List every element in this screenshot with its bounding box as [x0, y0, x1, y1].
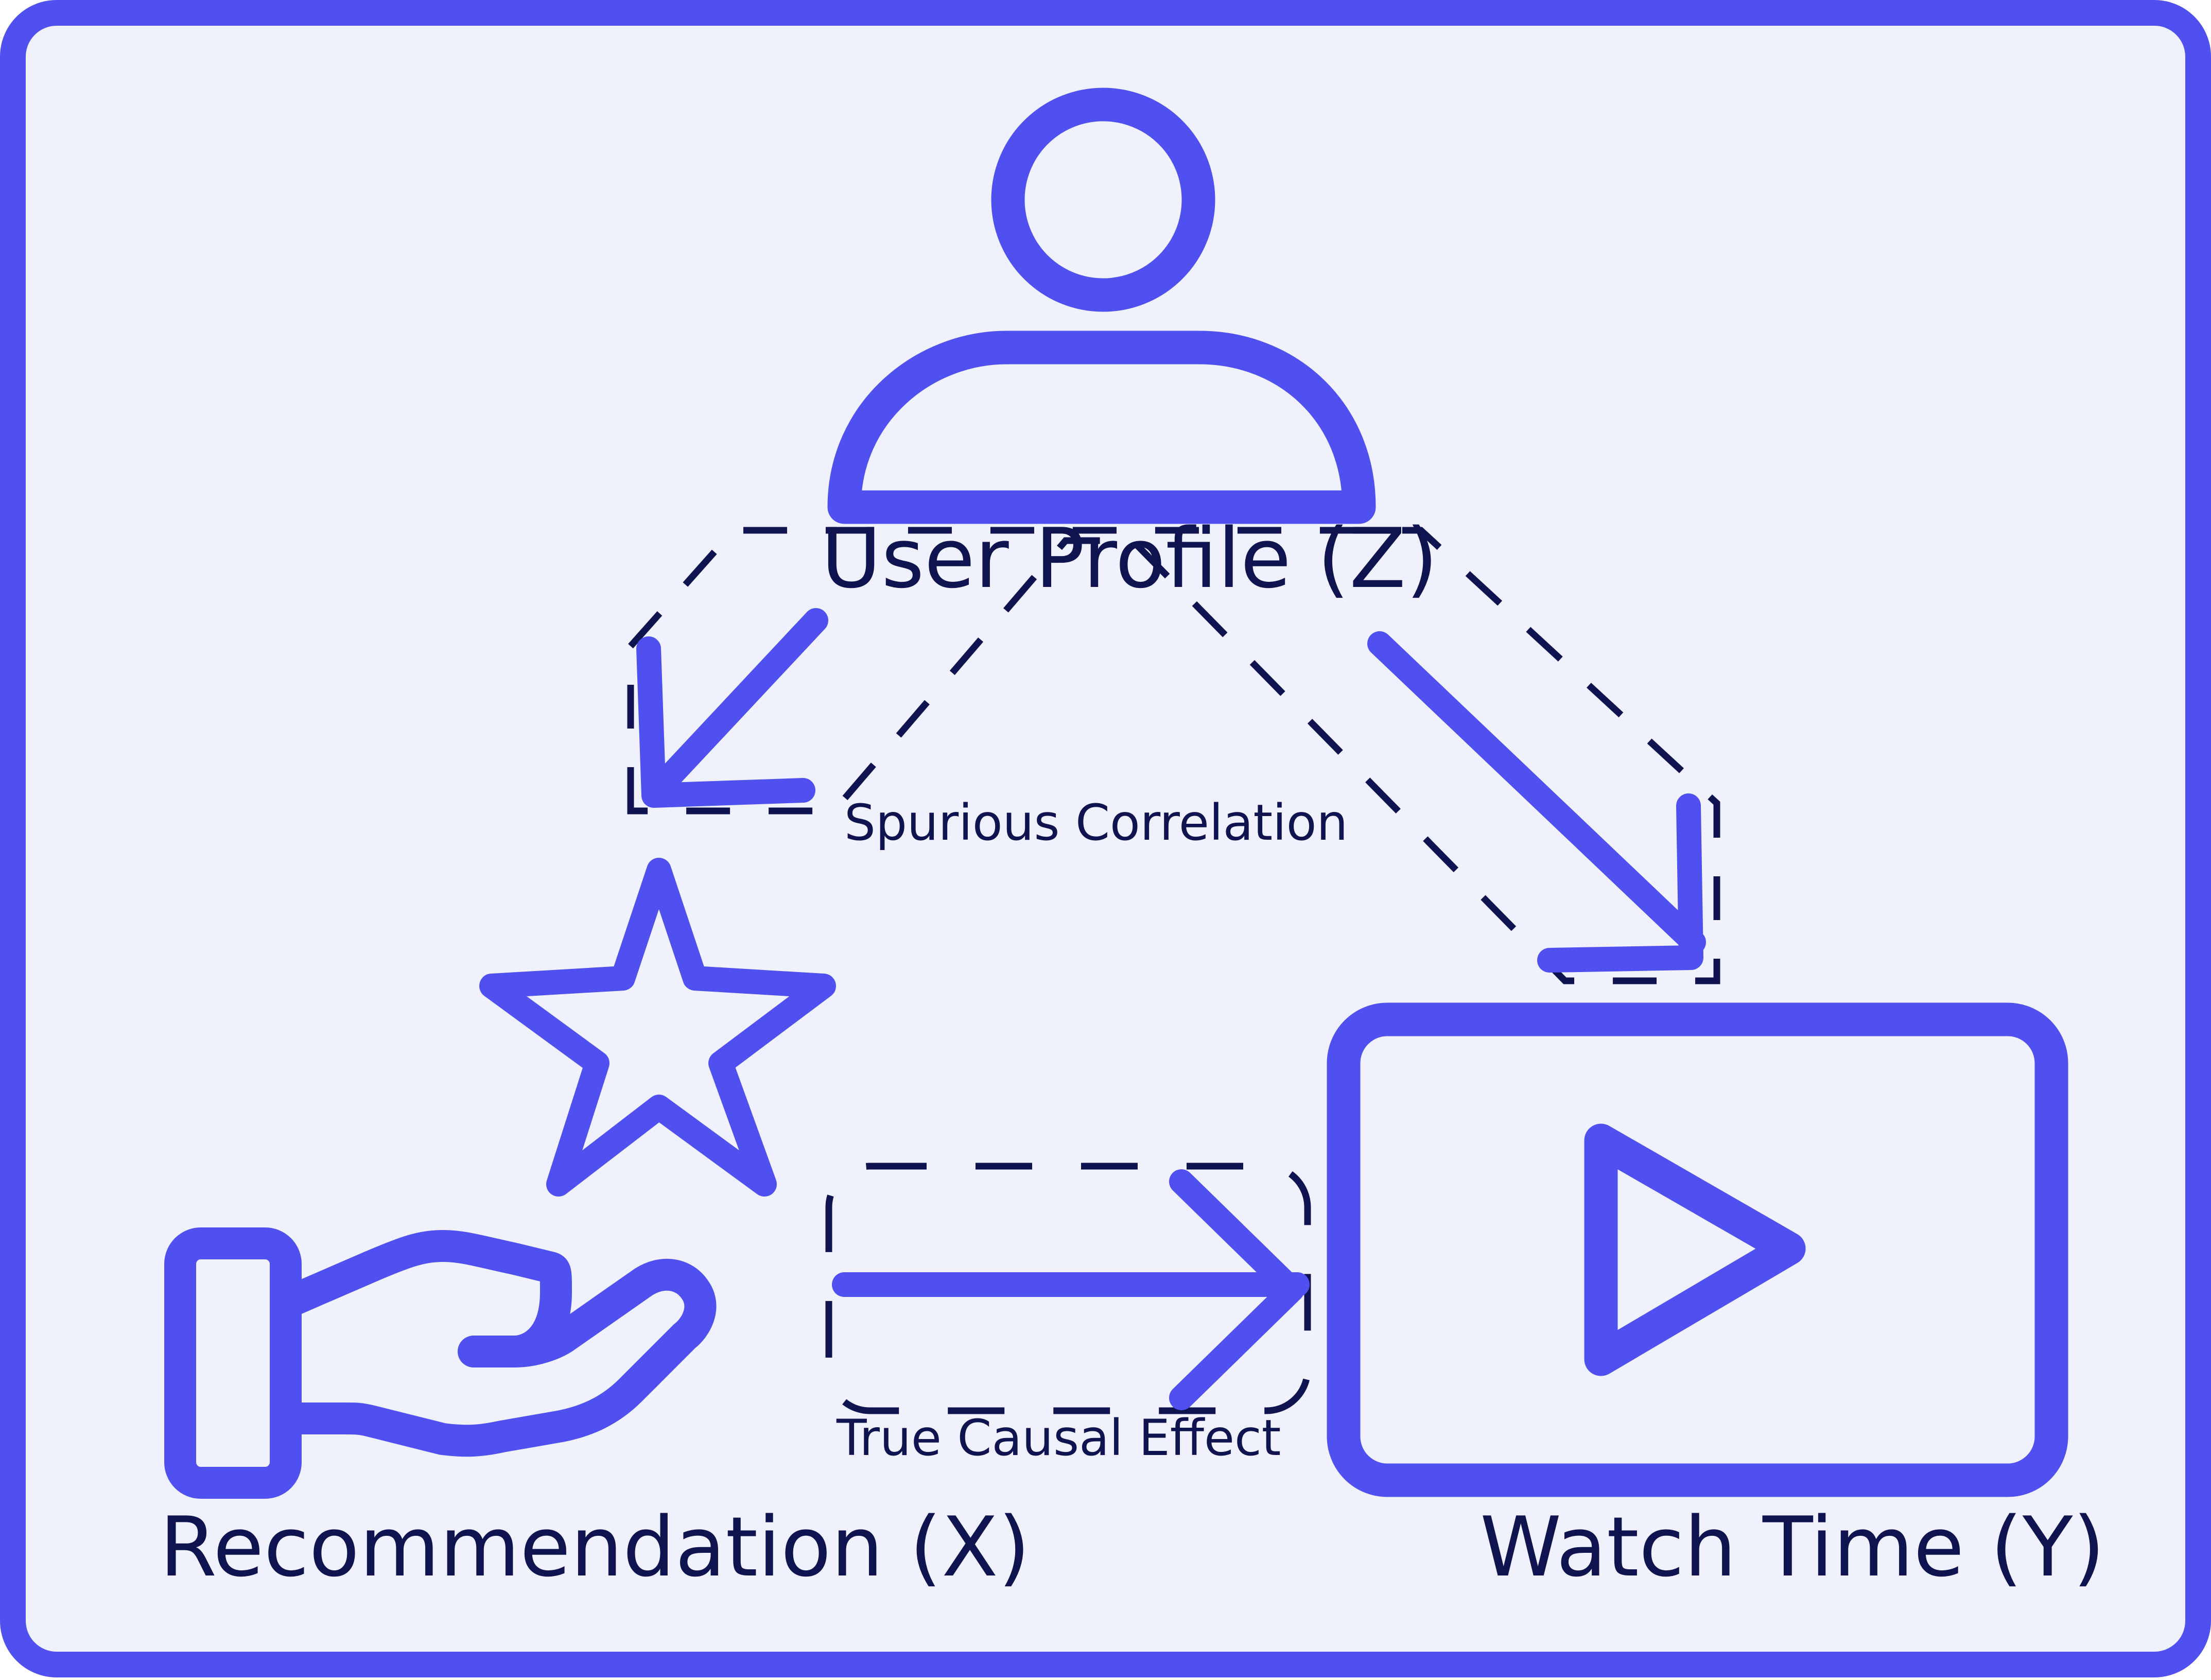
edge-label-spurious: Spurious Correlation: [844, 794, 1348, 852]
node-label-y: Watch Time (Y): [1480, 1499, 2105, 1595]
star-icon: [479, 858, 836, 1197]
arrow-z-to-y: [1367, 631, 1706, 973]
node-label-x: Recommendation (X): [160, 1499, 1031, 1595]
spurious-path-dashes: [627, 527, 1720, 984]
node-label-z: User Profile (Z): [821, 510, 1438, 607]
arrow-z-to-x: [636, 608, 828, 808]
edge-label-causal: True Causal Effect: [837, 1409, 1281, 1467]
spurious-dash-upper: [627, 527, 1720, 984]
play-video-icon: [1327, 1002, 2068, 1497]
hand-icon: [164, 1227, 717, 1499]
arrow-x-to-y: [832, 1169, 1310, 1410]
user-icon: [827, 88, 1376, 524]
